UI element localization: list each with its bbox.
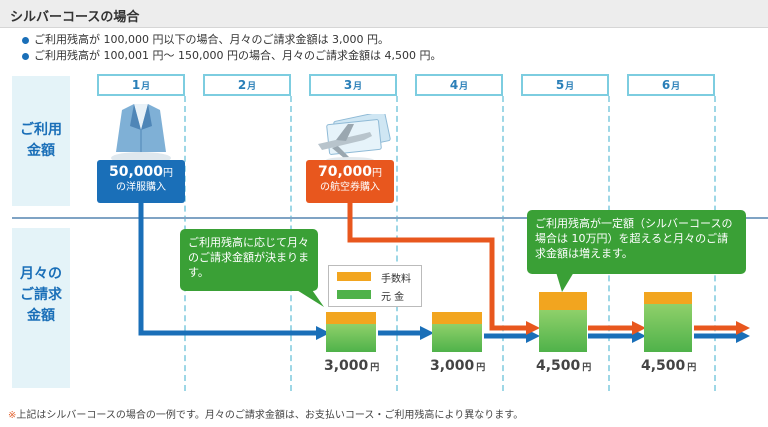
purchase-box-flight: 70,000円 の航空券購入: [306, 160, 394, 203]
orange-arrowhead: [632, 321, 646, 335]
principal-segment: [432, 324, 482, 352]
balance-callout: ご利用残高に応じて月々のご請求金額が決まります。: [180, 229, 318, 291]
purchase-desc: の洋服購入: [116, 182, 166, 193]
purchase-amount: 50,000: [108, 164, 164, 180]
month-header: 2月: [203, 74, 291, 96]
month-header: 1月: [97, 74, 185, 96]
callout-tail: [556, 272, 574, 292]
month-header: 6月: [627, 74, 715, 96]
footnote: ※上記はシルバーコースの場合の一例です。月々のご請求金額は、お支払いコース・ご利…: [8, 406, 523, 421]
orange-arrowhead: [736, 321, 750, 335]
footnote-text: 上記はシルバーコースの場合の一例です。月々のご請求金額は、お支払いコース・ご利用…: [16, 410, 524, 421]
orange-flow-line: [347, 203, 528, 331]
principal-segment: [326, 324, 376, 352]
fee-segment: [539, 292, 587, 310]
monthly-bill-label: 月々の ご請求 金額: [12, 228, 70, 388]
suit-icon: [111, 104, 171, 164]
purchase-unit: 円: [163, 168, 174, 179]
principal-segment: [539, 310, 587, 352]
purchase-desc: の航空券購入: [320, 182, 380, 193]
purchase-box-clothes: 50,000円 の洋服購入: [97, 160, 185, 203]
label-line: ご利用: [20, 122, 62, 138]
label-line: 金額: [27, 143, 55, 159]
bill-bar: [432, 312, 482, 352]
header-bar: シルバーコースの場合: [0, 0, 768, 28]
section-divider: [12, 217, 768, 219]
condition-item: ご利用残高が 100,001 円～ 150,000 円の場合、月々のご請求金額は…: [22, 48, 441, 64]
month-divider: [502, 96, 504, 391]
month-header: 3月: [309, 74, 397, 96]
footnote-mark: ※: [8, 410, 17, 421]
page-title: シルバーコースの場合: [10, 10, 140, 25]
month-header: 5月: [521, 74, 609, 96]
bill-bar: [539, 292, 587, 352]
fee-swatch: [337, 272, 371, 281]
callout-tail: [292, 287, 324, 307]
orange-arrowhead: [526, 321, 540, 335]
purchase-unit: 円: [372, 168, 383, 179]
purchase-amount: 70,000: [317, 164, 373, 180]
principal-swatch: [337, 290, 371, 299]
month-header: 4月: [415, 74, 503, 96]
condition-item: ご利用残高が 100,000 円以下の場合、月々のご請求金額は 3,000 円。: [22, 32, 441, 48]
increase-callout: ご利用残高が一定額（シルバーコースの場合は 10万円）を超えると月々のご請求金額…: [527, 210, 746, 274]
blue-arrowhead: [420, 326, 434, 340]
label-line: 月々の: [20, 266, 62, 282]
legend: 手数料 元 金: [328, 265, 422, 307]
bill-bar: [326, 312, 376, 352]
legend-label: 元 金: [381, 292, 405, 303]
blue-flow-line: [138, 203, 318, 336]
condition-list: ご利用残高が 100,000 円以下の場合、月々のご請求金額は 3,000 円。…: [22, 32, 441, 64]
blue-arrowhead: [316, 326, 330, 340]
principal-segment: [644, 304, 692, 352]
fee-segment: [432, 312, 482, 324]
legend-label: 手数料: [381, 274, 411, 285]
usage-amount-label: ご利用 金額: [12, 76, 70, 206]
label-line: 金額: [27, 308, 55, 324]
fee-segment: [326, 312, 376, 324]
airplane-icon: [318, 114, 391, 163]
fee-segment: [644, 292, 692, 304]
bill-bar: [644, 292, 692, 352]
month-divider: [396, 96, 398, 391]
label-line: ご請求: [20, 287, 62, 303]
